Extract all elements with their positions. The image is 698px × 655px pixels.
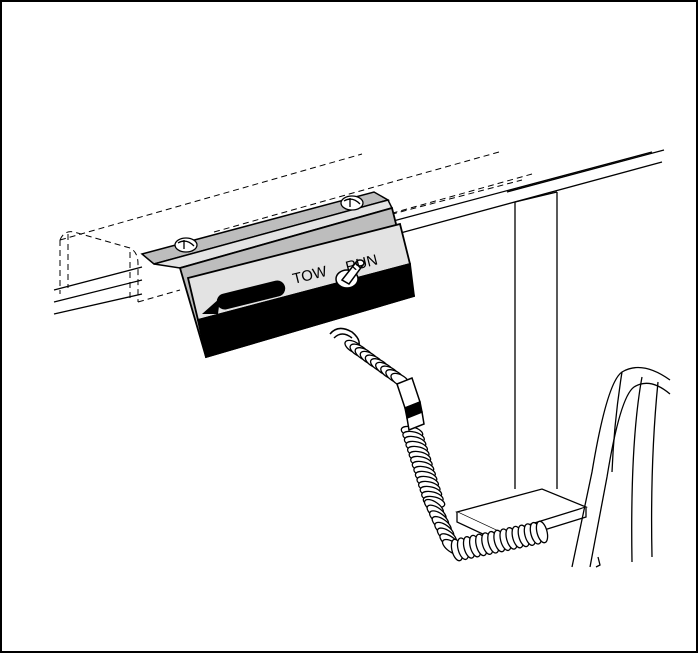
toggle-switch[interactable] — [335, 259, 365, 289]
dashed-body-outline — [59, 151, 533, 303]
coil-turn — [535, 520, 549, 544]
vertical-post — [514, 191, 558, 489]
key-slot — [216, 280, 286, 310]
wire-connector — [396, 377, 425, 432]
arrow-indicator-icon — [202, 298, 220, 314]
mounting-screw-left — [174, 237, 198, 253]
coiled-cord — [344, 339, 549, 562]
mounting-screw-right — [340, 195, 364, 211]
seat-side — [571, 366, 671, 568]
